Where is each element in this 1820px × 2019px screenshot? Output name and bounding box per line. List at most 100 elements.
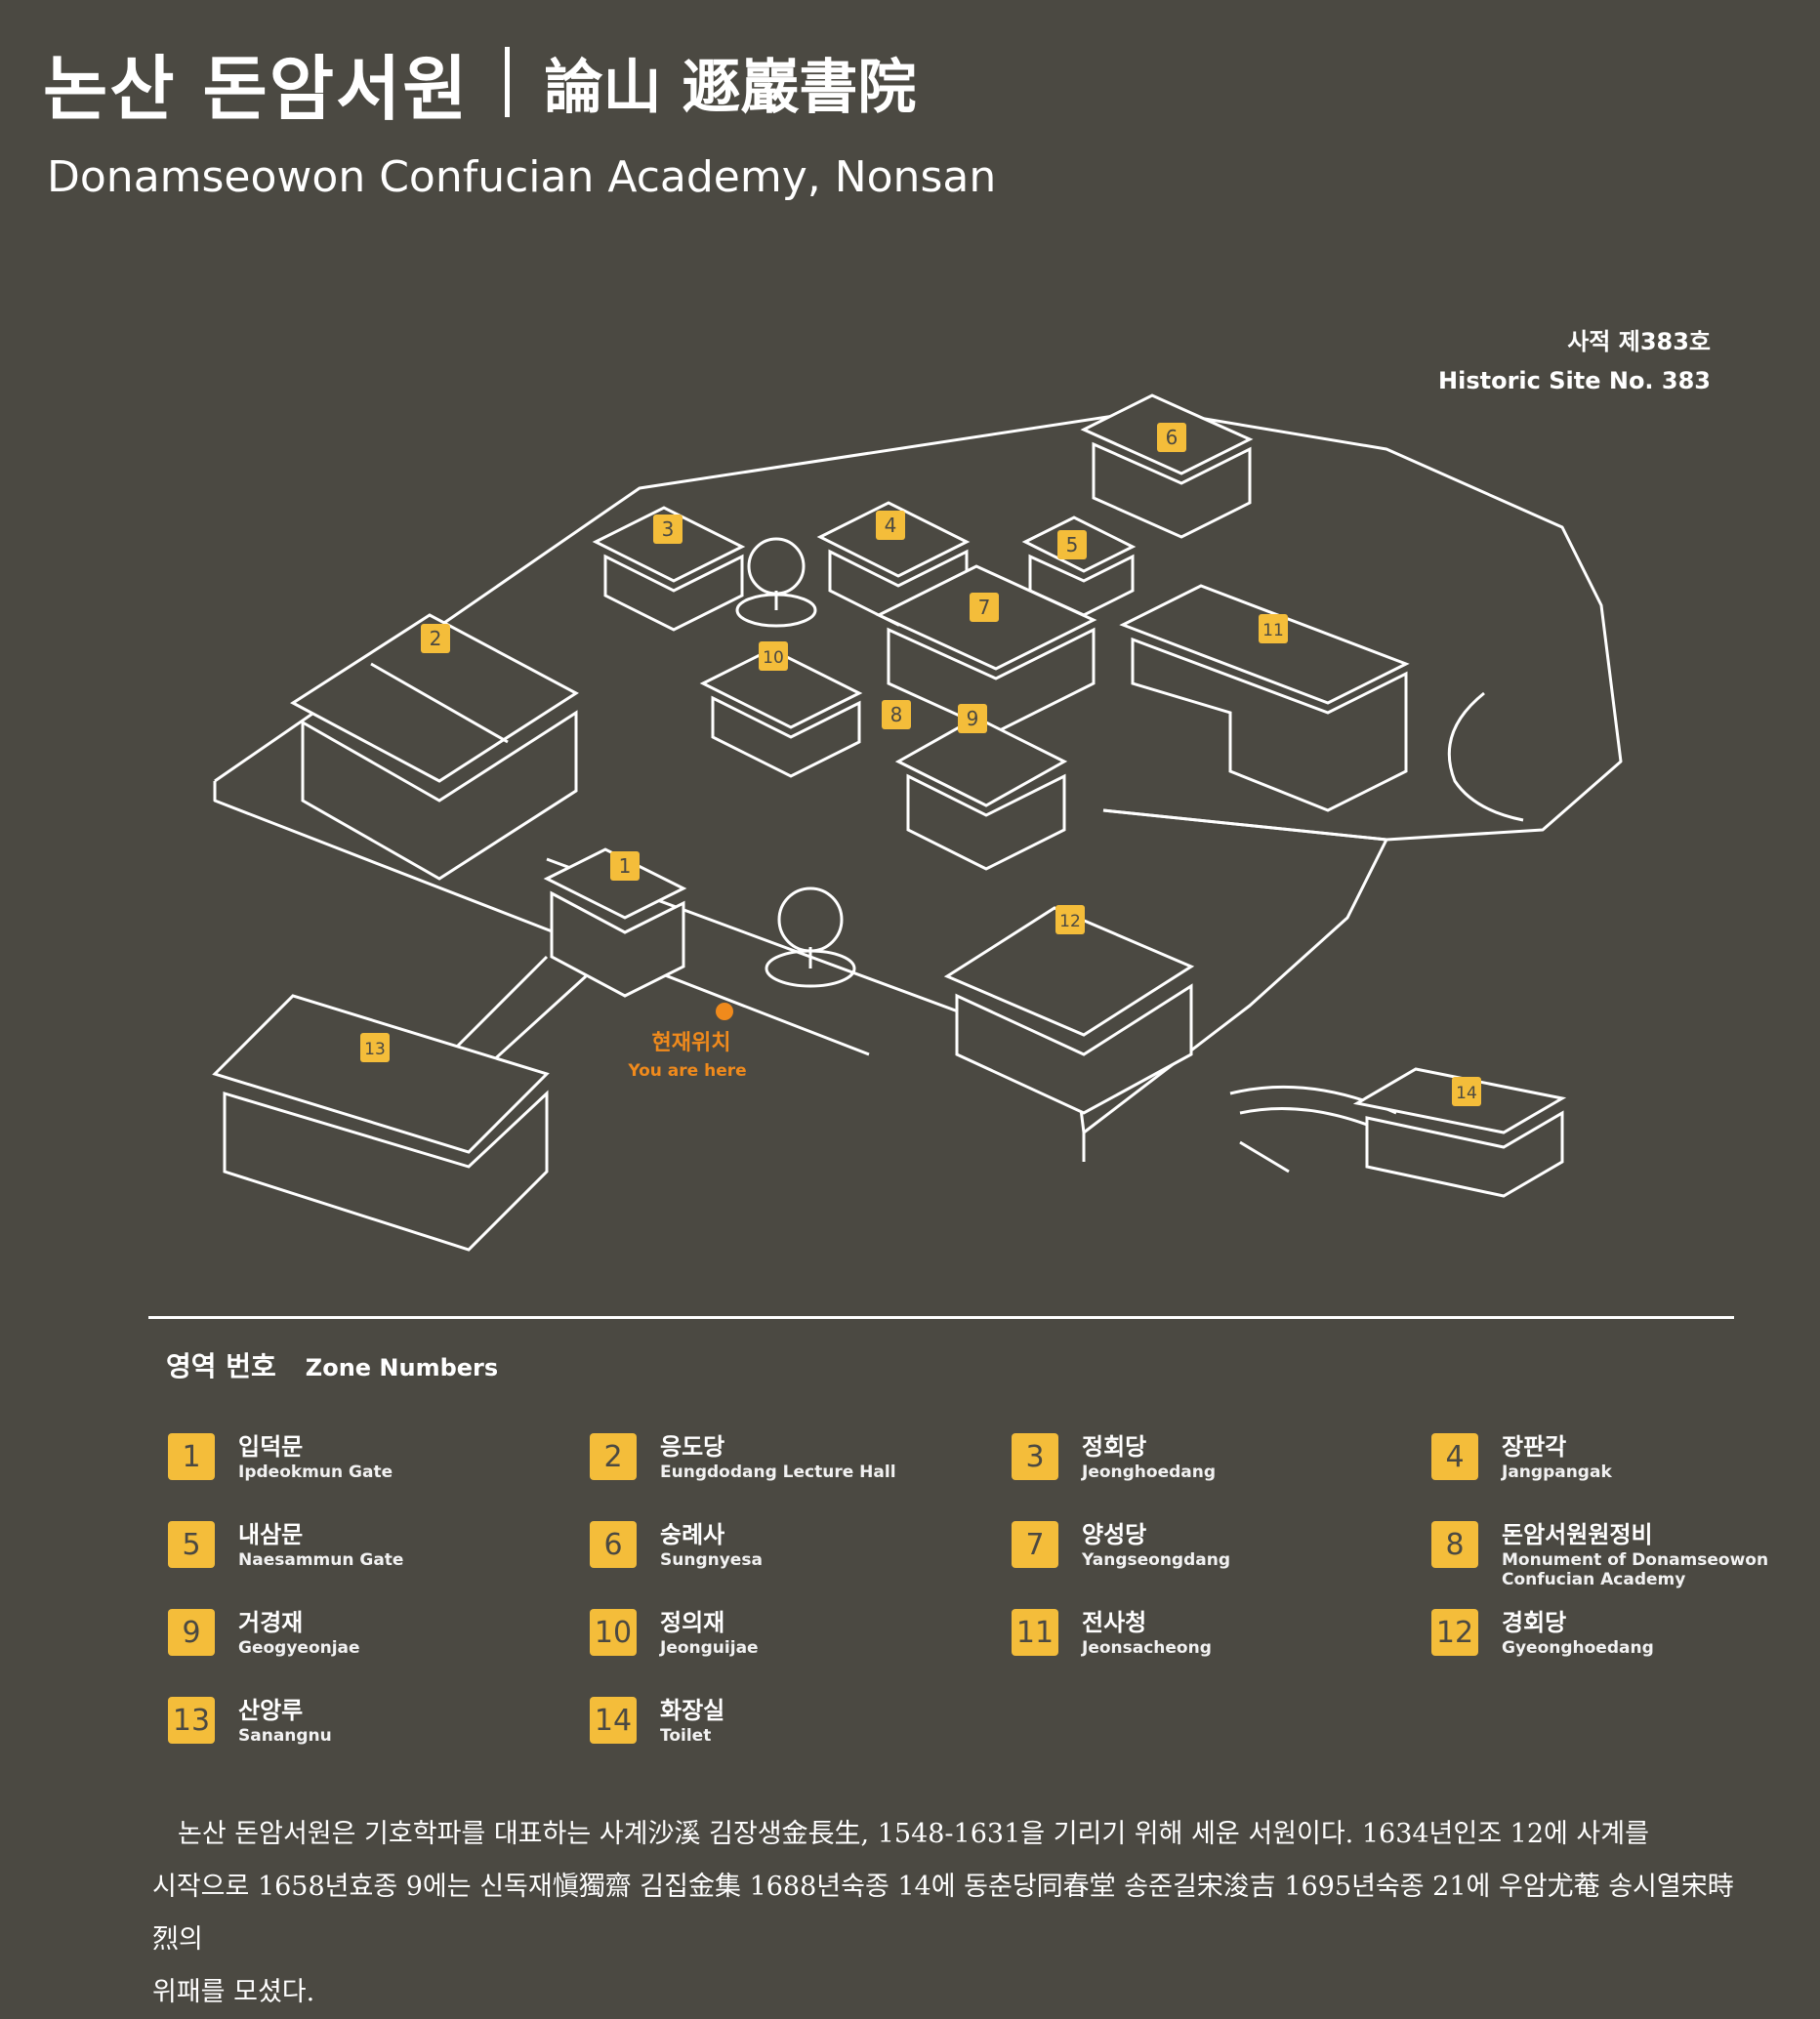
building-2: [290, 613, 579, 881]
zone-name-korean: 정의재: [660, 1609, 725, 1636]
zone-name-english: Jangpangak: [1502, 1463, 1612, 1482]
map-label-1: 1: [610, 851, 640, 881]
zone-number-badge: 3: [1012, 1433, 1058, 1480]
description-line-1: 논산 돈암서원은 기호학파를 대표하는 사계沙溪 김장생金長生, 1548-16…: [178, 1819, 1649, 1849]
building-9: [894, 716, 1068, 871]
zones-title-korean: 영역 번호: [166, 1350, 276, 1382]
historic-site-number: 사적 제383호 Historic Site No. 383: [1438, 322, 1711, 400]
zone-number-badge: 10: [590, 1609, 637, 1656]
zone-name-korean: 화장실: [660, 1697, 725, 1724]
map-label-2: 2: [421, 624, 450, 653]
map-label-14: 14: [1452, 1077, 1481, 1106]
zone-number-badge: 7: [1012, 1521, 1058, 1568]
building-6: [1080, 393, 1254, 539]
zone-number-badge: 8: [1431, 1521, 1478, 1568]
svg-text:4: 4: [885, 514, 897, 537]
building-10: [699, 647, 863, 778]
svg-text:14: 14: [1456, 1084, 1477, 1103]
zone-name-english: Toilet: [660, 1726, 712, 1746]
svg-text:8: 8: [890, 703, 903, 726]
svg-text:10: 10: [763, 648, 784, 668]
zone-number-badge: 5: [168, 1521, 215, 1568]
section-divider: [148, 1316, 1734, 1319]
description: 논산 돈암서원은 기호학파를 대표하는 사계沙溪 김장생金長生, 1548-16…: [152, 1808, 1734, 2019]
you-are-here-en: You are here: [627, 1061, 746, 1081]
zone-name-korean: 양성당: [1082, 1521, 1147, 1548]
zone-item-3: 3 정회당 Jeonghoedang: [1012, 1427, 1392, 1496]
zone-name-english: Gyeonghoedang: [1502, 1638, 1654, 1658]
svg-text:1: 1: [619, 854, 632, 878]
zones-title-english: Zone Numbers: [305, 1354, 499, 1381]
description-line-2: 시작으로 1658년효종 9에는 신독재愼獨齋 김집金集 1688년숙종 14에…: [152, 1872, 1734, 1955]
svg-text:12: 12: [1059, 912, 1081, 931]
zone-name-korean: 응도당: [660, 1433, 725, 1461]
map-label-7: 7: [970, 593, 999, 622]
zone-number-badge: 13: [168, 1697, 215, 1744]
zone-name-english: Jeonsacheong: [1082, 1638, 1212, 1658]
tree-north: [735, 537, 817, 628]
you-are-here-ko: 현재위치: [652, 1031, 731, 1055]
zone-name-english: Naesammun Gate: [238, 1550, 404, 1570]
zone-number-badge: 9: [168, 1609, 215, 1656]
description-line-3: 위패를 모셨다.: [152, 1977, 315, 2007]
svg-text:2: 2: [430, 627, 442, 650]
zone-name-english: Sanangnu: [238, 1726, 332, 1746]
zone-number-badge: 6: [590, 1521, 637, 1568]
map-label-6: 6: [1157, 423, 1186, 452]
tree-south: [765, 886, 856, 988]
zone-name-korean: 내삼문: [238, 1521, 304, 1548]
zone-name-korean: 전사청: [1082, 1609, 1147, 1636]
title-hanja: 論山 遯巖書院: [544, 53, 917, 122]
zone-number-badge: 14: [590, 1697, 637, 1744]
zone-name-korean: 경회당: [1502, 1609, 1567, 1636]
map-label-8: 8: [882, 700, 911, 729]
building-1: [543, 847, 687, 998]
svg-text:3: 3: [662, 517, 675, 541]
map-label-9: 9: [958, 704, 987, 733]
map-label-12: 12: [1055, 905, 1085, 934]
map-label-10: 10: [759, 641, 788, 671]
svg-text:13: 13: [364, 1040, 386, 1059]
zone-name-english: Jeonghoedang: [1082, 1463, 1217, 1482]
building-12: [943, 906, 1195, 1115]
zones-heading: 영역 번호 Zone Numbers: [166, 1345, 498, 1384]
zone-number-badge: 11: [1012, 1609, 1058, 1656]
site-number-korean: 사적 제383호: [1567, 328, 1711, 355]
title-korean: 논산 돈암서원: [43, 47, 470, 130]
map-label-3: 3: [653, 515, 682, 544]
zone-name-korean: 정회당: [1082, 1433, 1147, 1461]
zone-name-english: Geogyeonjae: [238, 1638, 360, 1658]
zone-name-korean: 입덕문: [238, 1433, 304, 1461]
svg-text:9: 9: [967, 707, 979, 730]
zone-name-korean: 돈암서원원정비: [1502, 1521, 1653, 1548]
building-13: [212, 994, 550, 1252]
svg-text:5: 5: [1066, 533, 1079, 556]
path-garden: [1447, 691, 1524, 822]
zone-number-badge: 12: [1431, 1609, 1478, 1656]
zone-name-english: Ipdeokmun Gate: [238, 1463, 393, 1482]
zone-name-english: Yangseongdang: [1082, 1550, 1231, 1570]
zone-number-badge: 2: [590, 1433, 637, 1480]
site-number-english: Historic Site No. 383: [1438, 367, 1711, 394]
map-label-5: 5: [1057, 530, 1087, 559]
map-label-11: 11: [1259, 614, 1288, 643]
svg-text:6: 6: [1166, 426, 1179, 449]
zone-name-korean: 산앙루: [238, 1697, 304, 1724]
zone-name-english: Jeonguijae: [660, 1638, 759, 1658]
title-english: Donamseowon Confucian Academy, Nonsan: [47, 152, 997, 202]
map-label-13: 13: [360, 1033, 390, 1062]
